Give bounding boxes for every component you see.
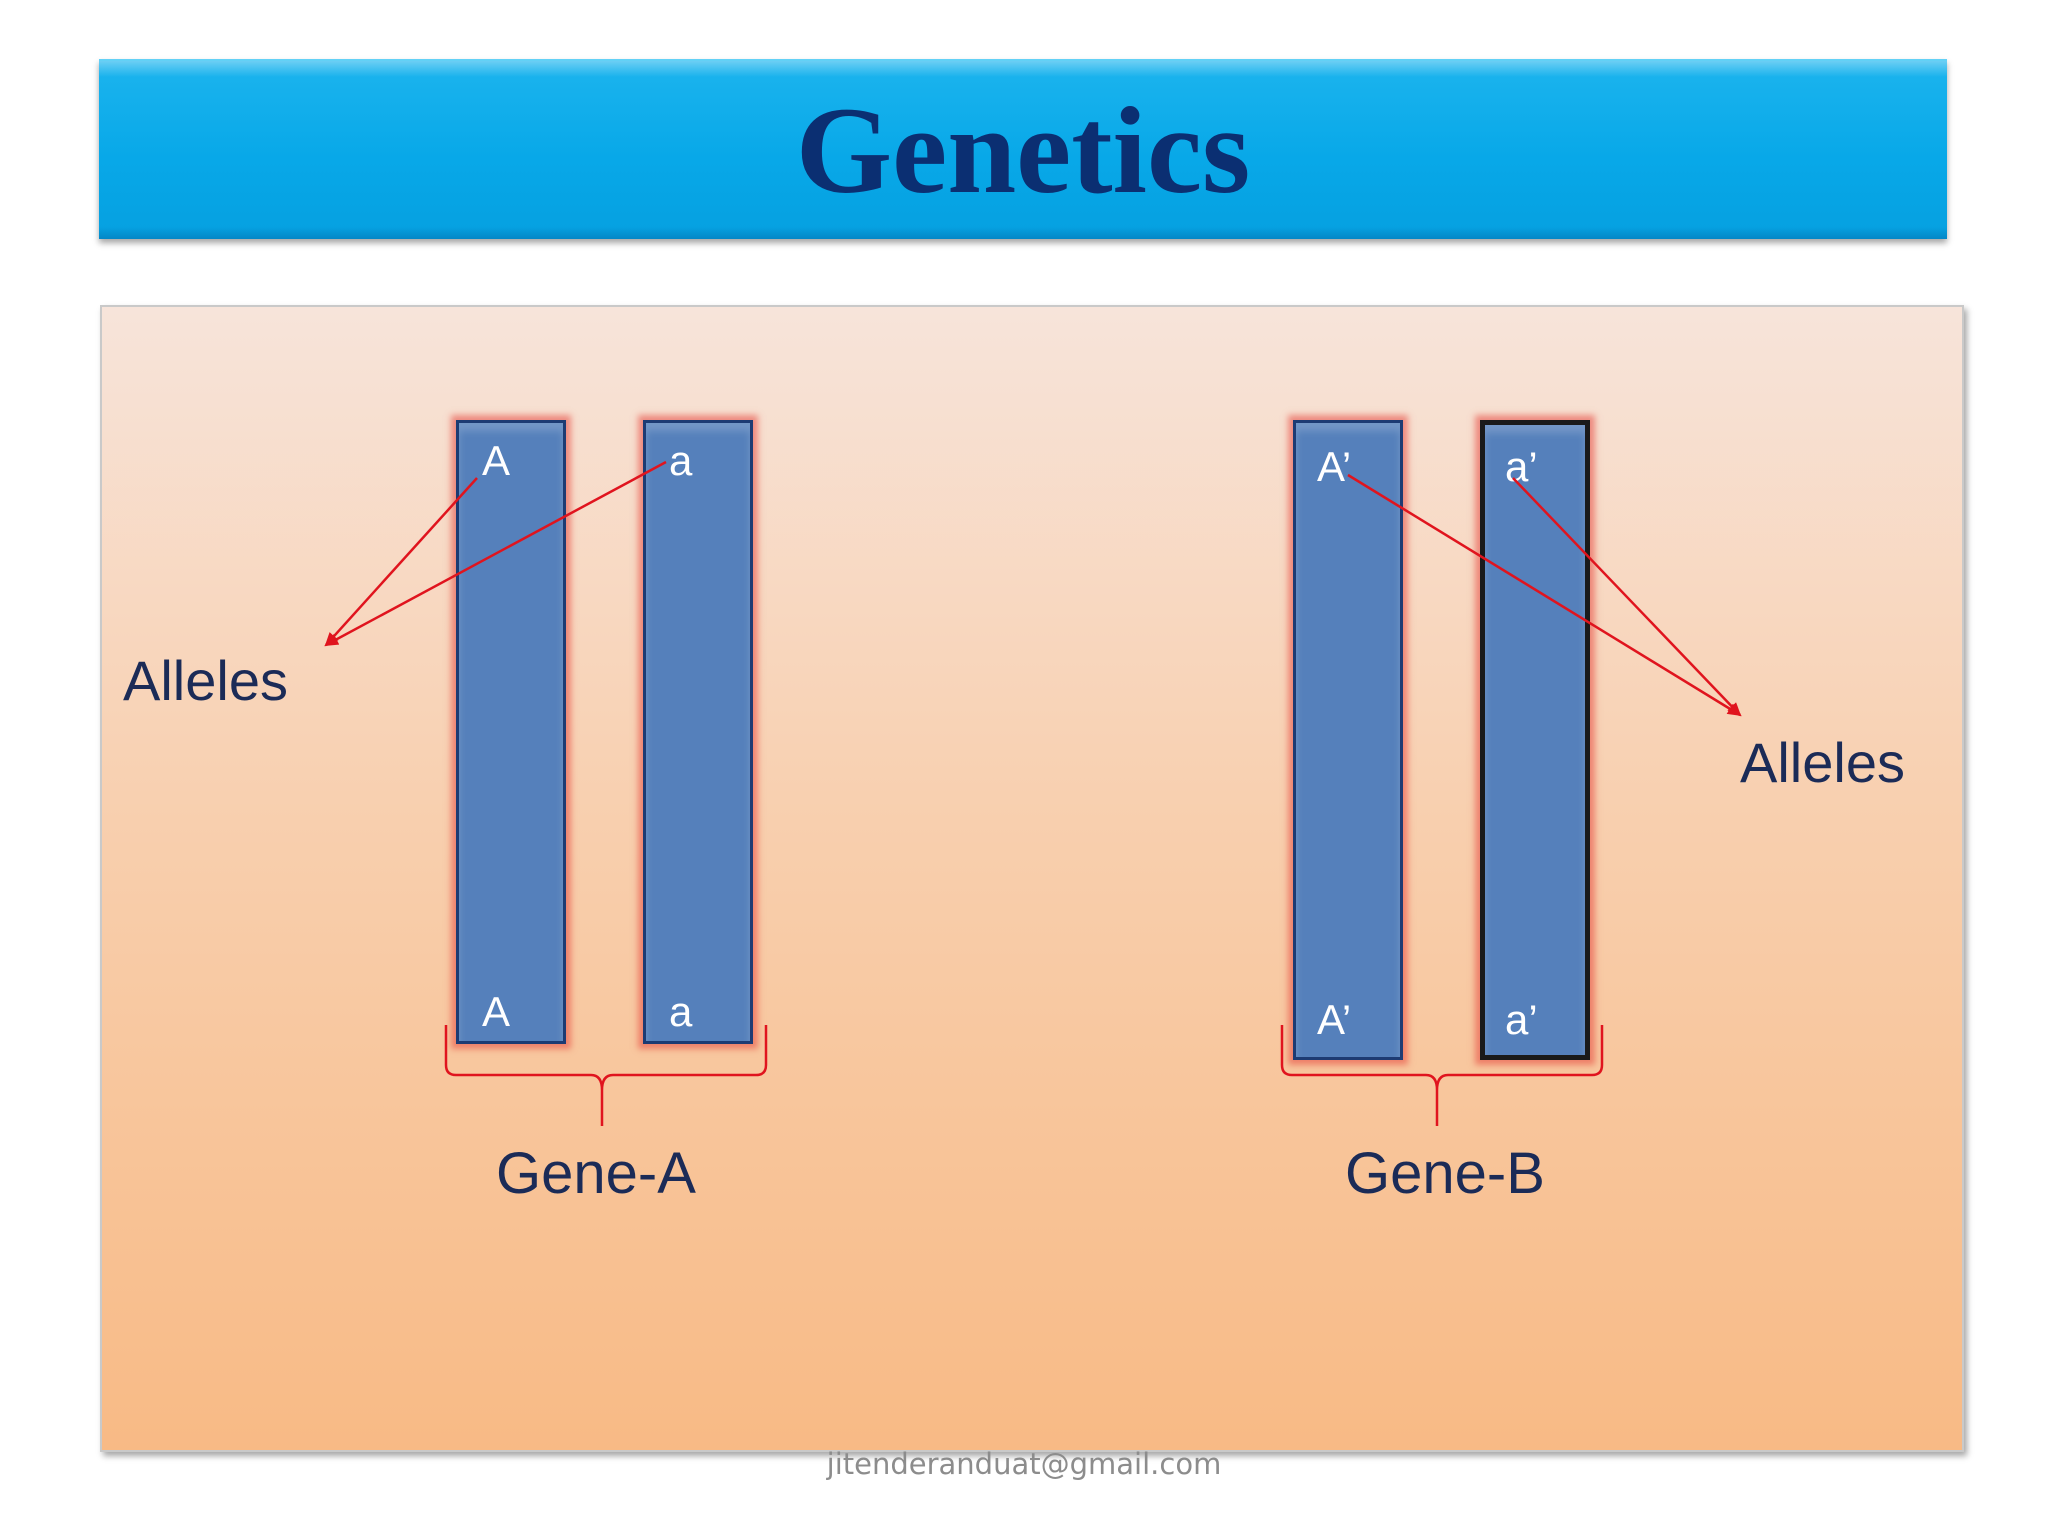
chromosome-gene-b-1 xyxy=(1293,420,1403,1060)
pointer-arrow-gene-a-1 xyxy=(324,477,478,647)
chromosome-gene-a-2 xyxy=(643,420,753,1044)
allele-label-gene-a-1-top: A xyxy=(482,437,511,484)
pointer-arrow-gene-b-2 xyxy=(1512,477,1742,717)
allele-label-gene-b-2-top: a’ xyxy=(1505,443,1538,490)
chromosome-gene-a-1 xyxy=(456,420,566,1044)
content-panel xyxy=(100,305,1964,1452)
allele-label-gene-b-1-top: A’ xyxy=(1317,443,1352,490)
title-banner: Genetics xyxy=(99,59,1947,239)
footer-email: jitenderanduat@gmail.com xyxy=(826,1447,1222,1481)
brace-gene-b xyxy=(1280,1025,1604,1126)
alleles-caption-gene-b: Alleles xyxy=(1740,731,1905,794)
allele-label-gene-a-1-bottom: A xyxy=(482,988,511,1035)
pointer-arrow-gene-b-1 xyxy=(1347,473,1742,717)
brace-gene-a xyxy=(444,1025,768,1126)
allele-label-gene-b-2-bottom: a’ xyxy=(1505,996,1538,1043)
slide-title: Genetics xyxy=(795,82,1251,219)
allele-label-gene-a-2-bottom: a xyxy=(669,988,693,1035)
pointer-arrow-gene-a-2 xyxy=(324,460,667,647)
gene-b-label: Gene-B xyxy=(1345,1141,1545,1206)
allele-label-gene-a-2-top: a xyxy=(669,437,693,484)
gene-a-label: Gene-A xyxy=(496,1141,696,1206)
chromosome-gene-b-2 xyxy=(1480,420,1590,1060)
alleles-caption-gene-a: Alleles xyxy=(123,649,288,712)
allele-label-gene-b-1-bottom: A’ xyxy=(1317,996,1352,1043)
